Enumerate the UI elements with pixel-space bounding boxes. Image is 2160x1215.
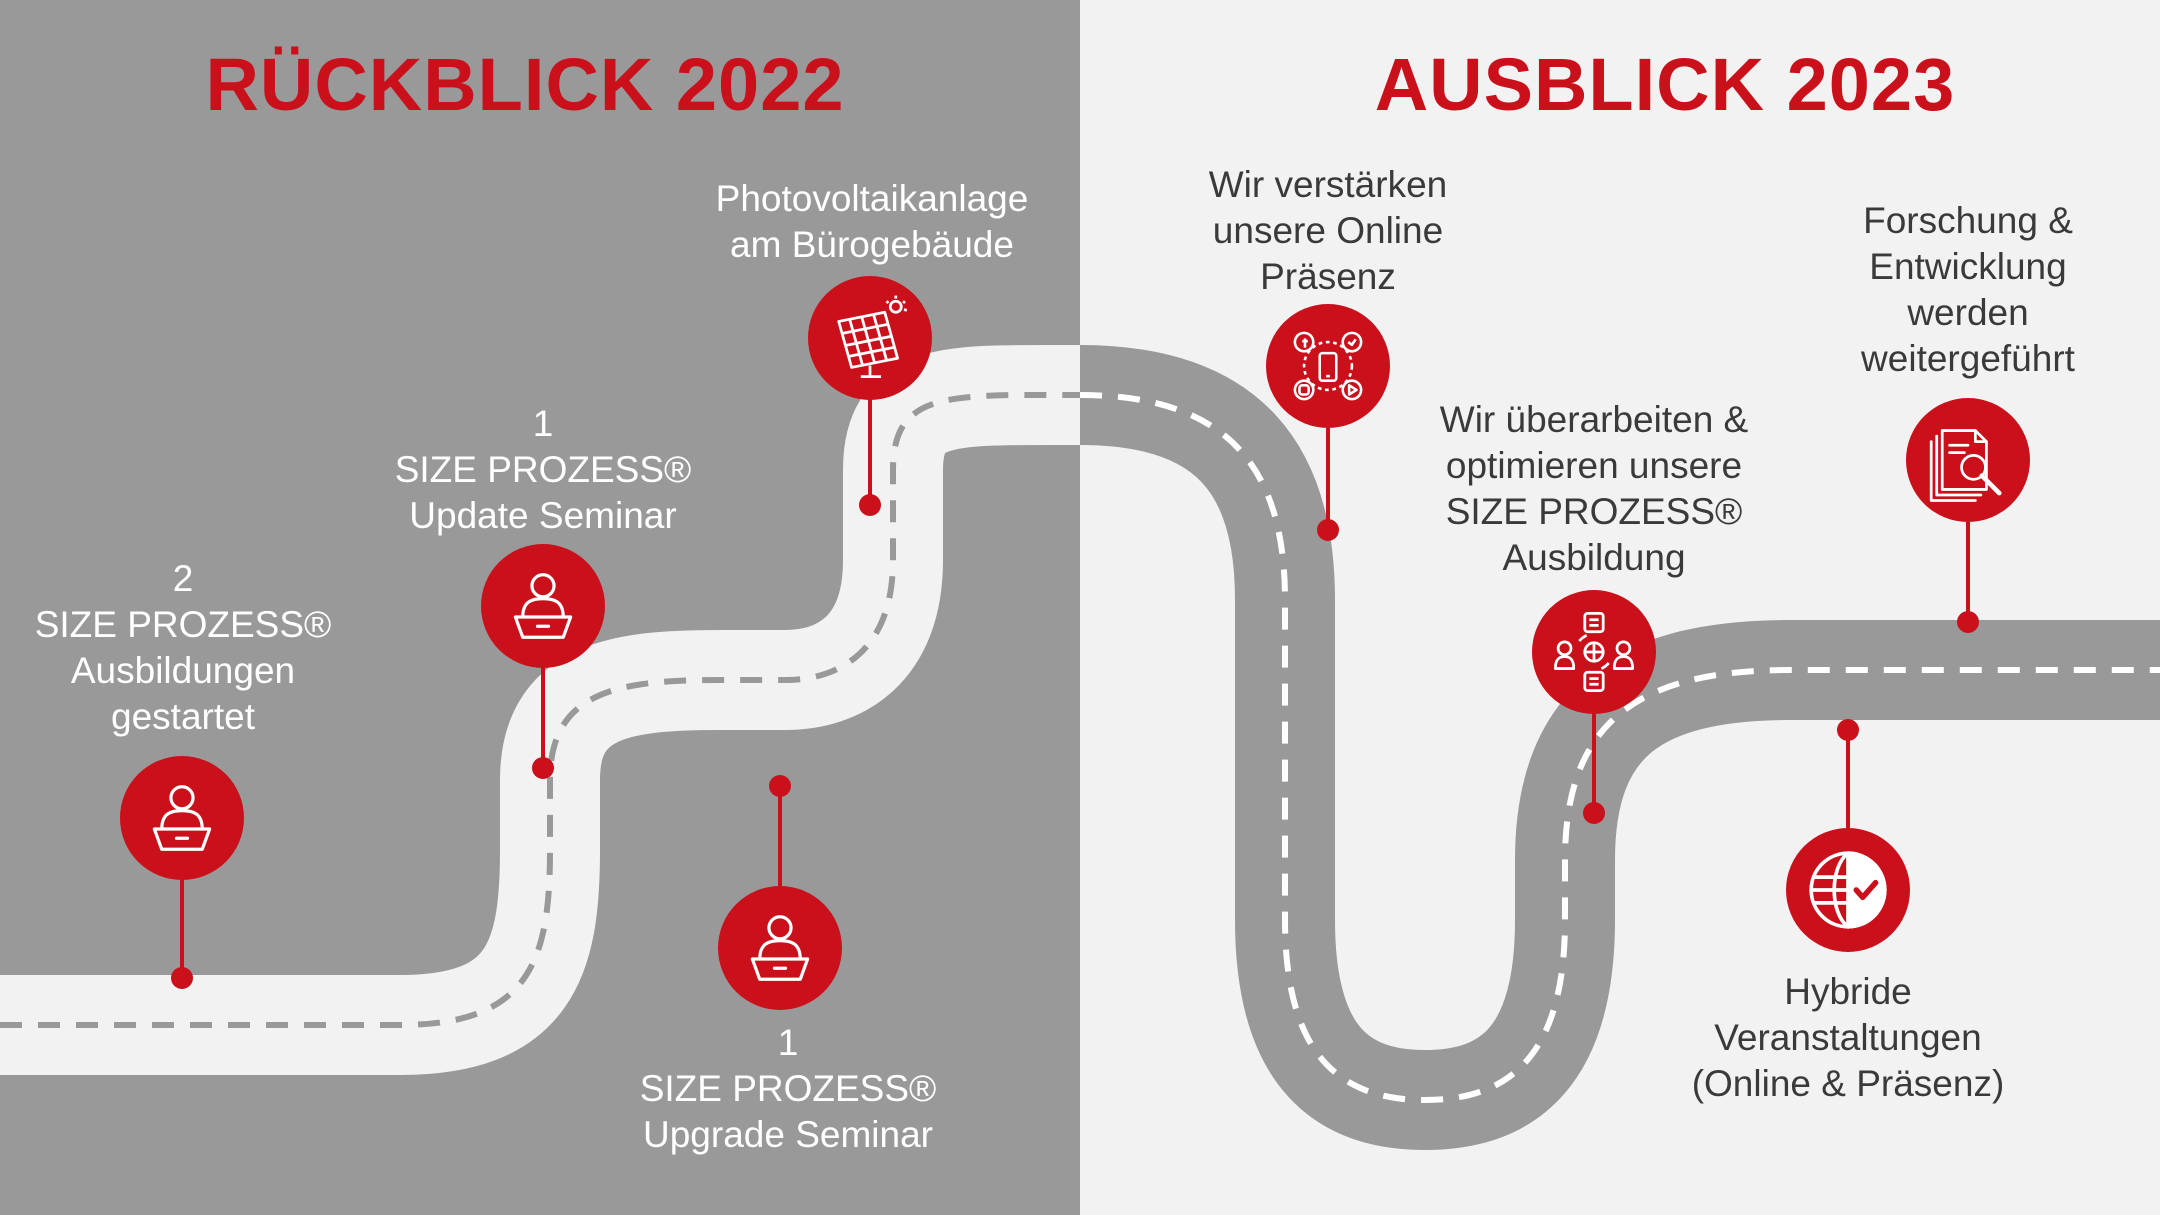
milestone-2023-research: Forschung & Entwicklung werden weitergef… bbox=[1861, 200, 2075, 379]
milestone-2022-upgrade-seminar: 1 SIZE PROZESS® Upgrade Seminar bbox=[639, 1022, 937, 1155]
road-2023-centerline bbox=[1079, 392, 2160, 1104]
document-search-icon bbox=[1906, 398, 2030, 522]
milestone-2023-online-presence: Wir verstärken unsere Online Präsenz bbox=[1208, 164, 1448, 297]
laptop-person-icon bbox=[481, 544, 605, 668]
milestone-2023-training-revision: Wir überarbeiten & optimieren unsere SIZ… bbox=[1439, 399, 1749, 578]
review-2022-title: RÜCKBLICK 2022 bbox=[205, 43, 845, 126]
milestone-2022-update-seminar: 1 SIZE PROZESS® Update Seminar bbox=[394, 403, 692, 536]
social-media-icon bbox=[1266, 304, 1390, 428]
solar-panel-icon bbox=[808, 276, 932, 400]
laptop-person-icon bbox=[120, 756, 244, 880]
collaboration-icon bbox=[1532, 590, 1656, 714]
globe-check-icon bbox=[1786, 828, 1910, 952]
milestone-2022-training-started: 2 SIZE PROZESS® Ausbildungen gestartet bbox=[34, 558, 332, 737]
outlook-2023-title: AUSBLICK 2023 bbox=[1374, 43, 1956, 126]
milestone-2022-photovoltaic: Photovoltaikanlage am Bürogebäude bbox=[715, 178, 1029, 265]
milestone-2023-hybrid-events: Hybride Veranstaltungen (Online & Präsen… bbox=[1691, 971, 2005, 1104]
laptop-person-icon bbox=[718, 886, 842, 1010]
road-2022-centerline bbox=[0, 391, 1081, 1028]
